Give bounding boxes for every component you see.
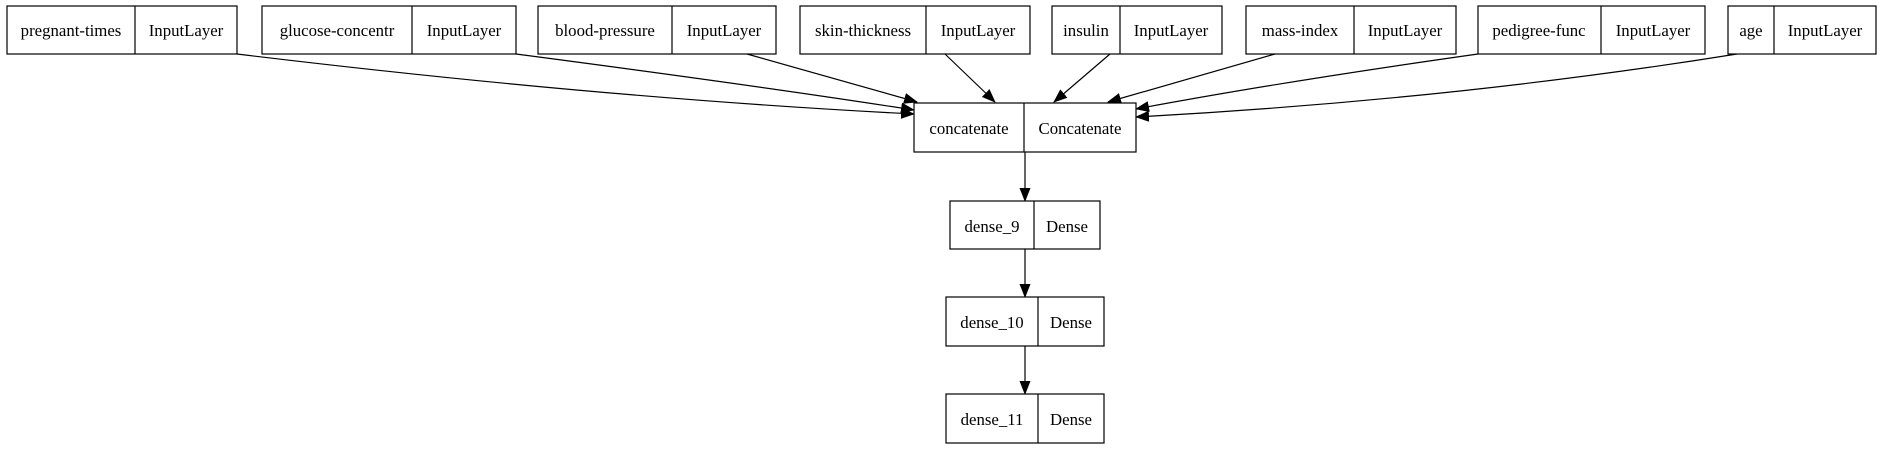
edge-age-to-concatenate	[1135, 53, 1738, 122]
node-name: pregnant-times	[21, 21, 122, 40]
node-type: InputLayer	[1788, 21, 1863, 40]
node-concatenate: concatenate Concatenate	[913, 102, 1137, 153]
node-type: InputLayer	[1134, 21, 1209, 40]
node-type: Concatenate	[1039, 119, 1122, 138]
node-skin-thickness: skin-thickness InputLayer	[799, 5, 1031, 55]
node-type: InputLayer	[1616, 21, 1691, 40]
node-name: skin-thickness	[815, 21, 911, 40]
edge-mass-index-to-concatenate	[1107, 53, 1276, 104]
node-type: Dense	[1050, 410, 1092, 429]
node-pregnant-times: pregnant-times InputLayer	[6, 5, 238, 55]
node-type: InputLayer	[1368, 21, 1443, 40]
input-layers: pregnant-times InputLayer glucose-concen…	[6, 5, 1877, 55]
edge-insulin-to-concatenate	[1053, 53, 1111, 103]
edge-pregnant-times-to-concatenate	[236, 53, 915, 119]
node-dense_10: dense_10 Dense	[945, 296, 1105, 347]
edge-blood-pressure-to-concatenate	[746, 53, 918, 104]
node-dense_9: dense_9 Dense	[949, 200, 1101, 250]
node-name: dense_10	[960, 313, 1023, 332]
node-dense_11: dense_11 Dense	[945, 393, 1105, 444]
node-name: mass-index	[1262, 21, 1339, 40]
node-age: age InputLayer	[1727, 5, 1877, 55]
node-pedigree-func: pedigree-func InputLayer	[1477, 5, 1706, 55]
edge-skin-thickness-to-concatenate	[944, 53, 996, 103]
node-mass-index: mass-index InputLayer	[1245, 5, 1457, 55]
node-glucose-concentr: glucose-concentr InputLayer	[261, 5, 517, 55]
node-type: Dense	[1050, 313, 1092, 332]
node-name: glucose-concentr	[280, 21, 395, 40]
node-type: Dense	[1046, 217, 1088, 236]
edge-glucose-concentr-to-concatenate	[515, 53, 915, 114]
node-name: blood-pressure	[555, 21, 655, 40]
node-blood-pressure: blood-pressure InputLayer	[537, 5, 777, 55]
node-name: concatenate	[929, 119, 1008, 138]
edges	[236, 53, 1738, 395]
edge-pedigree-func-to-concatenate	[1135, 53, 1479, 113]
node-name: dense_11	[961, 410, 1024, 429]
node-type: InputLayer	[687, 21, 762, 40]
node-insulin: insulin InputLayer	[1051, 5, 1223, 55]
node-type: InputLayer	[427, 21, 502, 40]
node-type: InputLayer	[941, 21, 1016, 40]
node-type: InputLayer	[149, 21, 224, 40]
node-name: dense_9	[965, 217, 1020, 236]
node-name: pedigree-func	[1492, 21, 1585, 40]
node-name: age	[1739, 21, 1762, 40]
node-name: insulin	[1063, 21, 1109, 40]
